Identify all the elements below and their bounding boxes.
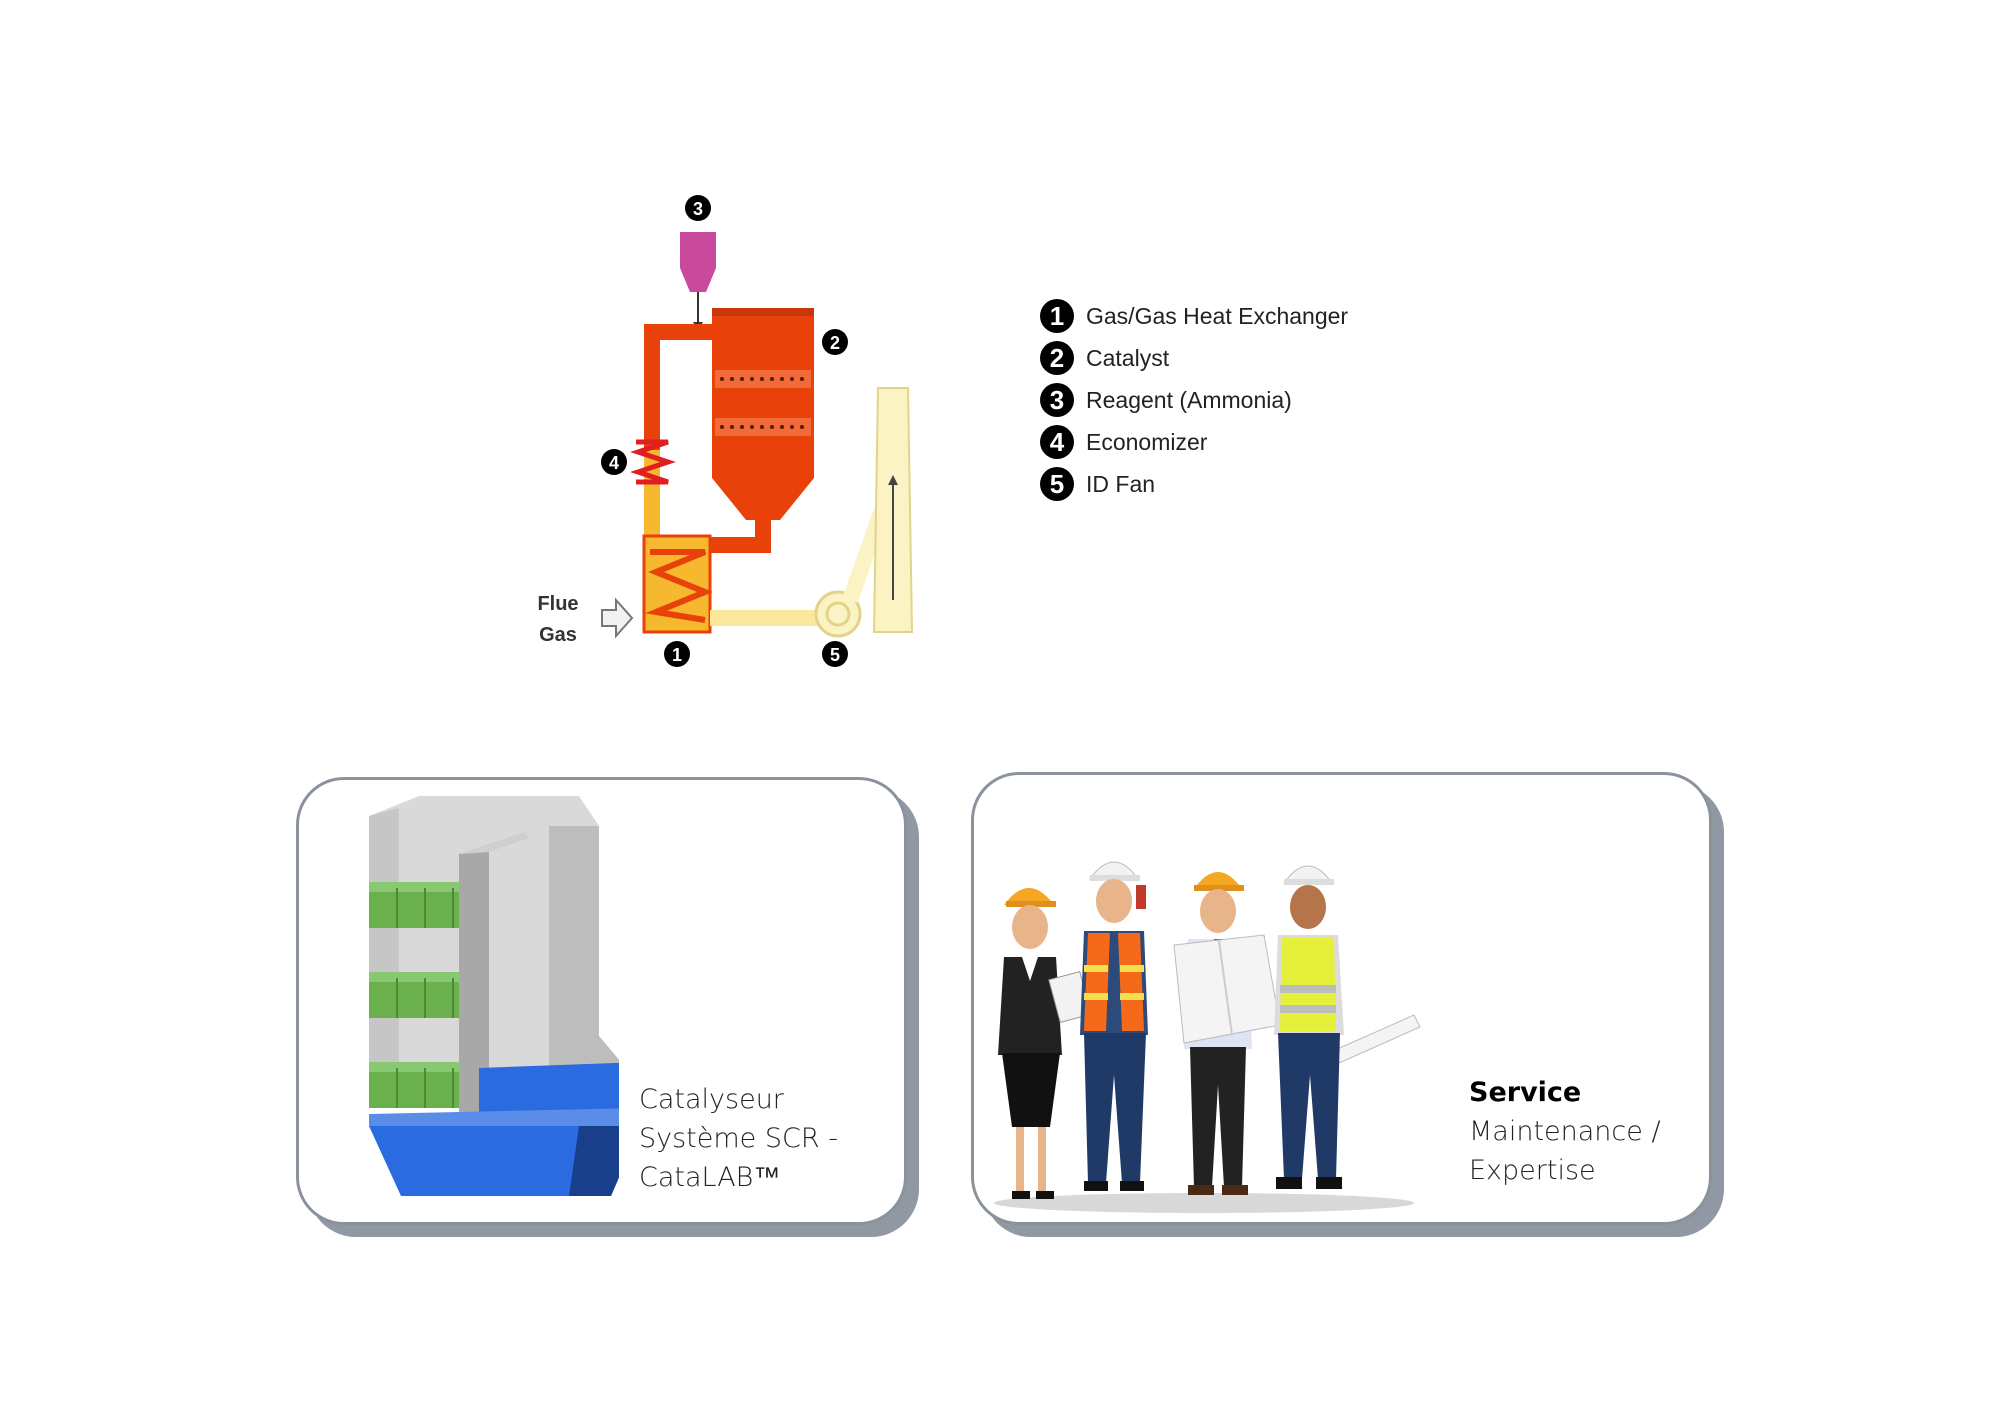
- stack-arrow-icon: [888, 475, 898, 485]
- catalyst-card-line1: Catalyseur: [639, 1084, 784, 1115]
- diagram-legend: 1 Gas/Gas Heat Exchanger 2 Catalyst 3 Re…: [1040, 295, 1460, 505]
- legend-item-heat-exchanger: 1 Gas/Gas Heat Exchanger: [1040, 295, 1460, 337]
- service-card-line1: Maintenance /: [1469, 1116, 1661, 1147]
- legend-label-3: Reagent (Ammonia): [1086, 386, 1292, 413]
- legend-label-2: Catalyst: [1086, 344, 1170, 371]
- reactor-outlet-duct: [690, 520, 771, 553]
- flue-gas-label-line2: Gas: [539, 624, 577, 646]
- hot-duct: [644, 324, 720, 540]
- marker-5-icon: [822, 641, 848, 667]
- marker-4-label: 4: [609, 453, 619, 473]
- id-fan-icon: [814, 590, 862, 638]
- marker-3-label: 3: [693, 199, 703, 219]
- marker-4-icon: [601, 449, 627, 475]
- engineer-orange-vest-icon: [1080, 861, 1148, 1191]
- economizer-coil-icon: [630, 439, 676, 485]
- service-card[interactable]: Service Maintenance / Expertise: [971, 772, 1712, 1225]
- engineer-woman-icon: [998, 888, 1092, 1199]
- catalyst-card-line3: CataLAB™: [639, 1162, 781, 1193]
- scr-reactor-illustration: [369, 796, 619, 1196]
- service-card-title: Service: [1469, 1077, 1582, 1108]
- blueprint-sheet: [1173, 934, 1281, 1044]
- marker-1-label: 1: [672, 645, 682, 665]
- engineer-yellow-vest-icon: [1274, 865, 1421, 1189]
- legend-item-economizer: 4 Economizer: [1040, 421, 1460, 463]
- reactor-side-duct: [549, 826, 619, 1126]
- marker-2-icon: [822, 329, 848, 355]
- catalyst-card-text: Catalyseur Système SCR - CataLAB™: [639, 1080, 838, 1197]
- marker-3-icon: [685, 195, 711, 221]
- legend-number-1: 1: [1040, 299, 1074, 333]
- legend-label-5: ID Fan: [1086, 470, 1156, 497]
- flue-gas-label-line1: Flue: [537, 593, 578, 615]
- blue-hopper: [369, 1126, 619, 1196]
- legend-number-4: 4: [1040, 425, 1074, 459]
- service-card-line2: Expertise: [1469, 1155, 1596, 1186]
- catalyst-card-line2: Système SCR -: [639, 1123, 838, 1154]
- legend-number-2: 2: [1040, 341, 1074, 375]
- marker-5-label: 5: [830, 645, 840, 665]
- legend-item-reagent: 3 Reagent (Ammonia): [1040, 379, 1460, 421]
- legend-item-catalyst: 2 Catalyst: [1040, 337, 1460, 379]
- legend-item-id-fan: 5 ID Fan: [1040, 463, 1460, 505]
- flue-gas-arrow-icon: [601, 597, 634, 639]
- scr-process-svg: 3 2 4 1 Flue Gas: [537, 195, 914, 667]
- scr-process-diagram: 3 2 4 1 Flue Gas: [520, 180, 940, 700]
- marker-2-label: 2: [830, 333, 840, 353]
- marker-1-icon: [664, 641, 690, 667]
- reagent-tank-icon: [680, 232, 716, 292]
- legend-number-5: 5: [1040, 467, 1074, 501]
- engineer-blueprint-icon: [1173, 872, 1281, 1195]
- legend-label-4: Economizer: [1086, 428, 1208, 455]
- heat-exchanger-coil: [645, 549, 713, 623]
- service-card-text: Service Maintenance / Expertise: [1469, 1073, 1661, 1190]
- reactor-hopper: [712, 478, 814, 520]
- legend-number-3: 3: [1040, 383, 1074, 417]
- catalyst-card[interactable]: Catalyseur Système SCR - CataLAB™: [296, 777, 907, 1225]
- engineers-illustration: [994, 861, 1421, 1213]
- legend-label-1: Gas/Gas Heat Exchanger: [1086, 302, 1349, 329]
- catalyst-reactor-icon: [712, 308, 814, 478]
